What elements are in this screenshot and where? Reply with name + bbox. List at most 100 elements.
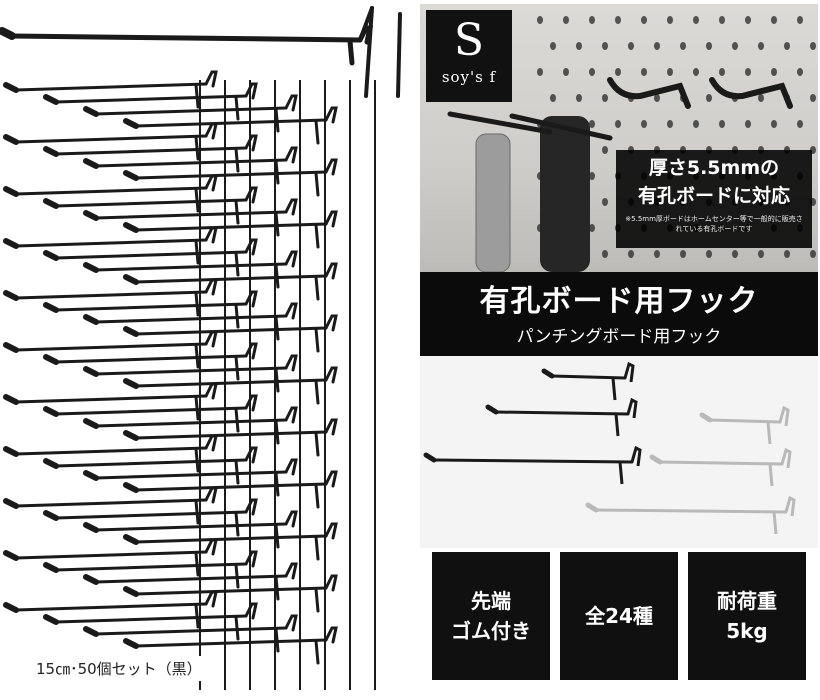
pegboard-hole <box>589 68 595 76</box>
pegboard-hole <box>732 42 738 50</box>
pegboard-hole <box>563 16 569 24</box>
pegboard-hole <box>615 120 621 128</box>
pegboard-hole <box>602 198 608 206</box>
hook-item <box>3 226 218 265</box>
pegboard-hole <box>589 16 595 24</box>
feature-load-capacity-line2: 5kg <box>726 619 768 643</box>
pegboard-hole <box>810 42 816 50</box>
hook-item <box>3 70 218 109</box>
product-subtitle: パンチングボード用フック <box>516 327 722 347</box>
pegboard-hole <box>589 120 595 128</box>
pegboard-hole <box>771 68 777 76</box>
thickness-callout: 厚さ5.5mmの 有孔ボードに対応 ※5.5mm厚ボードはホームセンター等で一般… <box>616 150 812 248</box>
feature-load-capacity-line1: 耐荷重 <box>717 589 777 613</box>
hook-item <box>83 94 298 133</box>
pegboard-hole <box>706 94 712 102</box>
pegboard-hole <box>680 250 686 258</box>
hook-item <box>43 550 258 589</box>
hook-item <box>123 470 338 509</box>
pegboard-hole <box>602 250 608 258</box>
hook-item <box>123 418 338 457</box>
black-spatula <box>540 116 590 272</box>
pegboard-hole <box>602 146 608 154</box>
pegboard-hole <box>537 68 543 76</box>
pegboard-hole <box>589 172 595 180</box>
pegboard-hole <box>537 16 543 24</box>
hook-item <box>43 82 258 121</box>
hook-item <box>83 562 298 601</box>
pegboard-hole <box>615 68 621 76</box>
pegboard-hole <box>576 42 582 50</box>
product-image: 15㎝･50個セット（黒） <box>0 6 402 690</box>
product-caption: 15㎝･50個セット（黒） <box>32 656 206 681</box>
hook-item <box>83 406 298 445</box>
pegboard-hole <box>550 94 556 102</box>
hook-item <box>3 590 218 629</box>
pegboard-hole <box>641 120 647 128</box>
hook-item <box>3 538 218 577</box>
pegboard-hole <box>667 68 673 76</box>
feature-rubber-tip-line2: ゴム付き <box>451 619 531 643</box>
hook-item <box>83 302 298 341</box>
hook-item <box>123 522 338 561</box>
hook-top <box>0 25 374 66</box>
pegboard-hole <box>706 42 712 50</box>
hook-item <box>83 614 298 653</box>
pegboard-hole <box>589 224 595 232</box>
variant-hook-black <box>485 397 638 437</box>
thickness-callout-line2: 有孔ボードに対応 <box>637 185 790 207</box>
pegboard-hole <box>771 120 777 128</box>
hook-item <box>123 210 338 249</box>
variant-hook-chrome <box>585 495 796 535</box>
hook-item <box>3 382 218 421</box>
pegboard-hole <box>745 120 751 128</box>
hook-variants-illustration <box>423 361 796 535</box>
feature-rubber-tip-line1: 先端 <box>471 589 511 613</box>
hook-item <box>3 330 218 369</box>
pegboard-hole <box>654 94 660 102</box>
pegboard-hole <box>797 120 803 128</box>
thickness-callout-line1: 厚さ5.5mmの <box>648 157 780 179</box>
hook-item <box>123 158 338 197</box>
pegboard-hole <box>667 120 673 128</box>
hook-item <box>3 278 218 317</box>
hook-pile-illustration <box>0 6 402 690</box>
hook-item <box>123 574 338 613</box>
variant-hook-chrome <box>699 405 790 445</box>
pegboard-hole <box>641 16 647 24</box>
hook-variants-image <box>420 356 818 548</box>
pegboard-hole <box>654 250 660 258</box>
hook-item <box>83 354 298 393</box>
pegboard-hole <box>628 250 634 258</box>
hook-item <box>123 262 338 301</box>
board-hook <box>607 77 691 109</box>
variant-hook-chrome <box>649 447 792 487</box>
pegboard-hole <box>758 250 764 258</box>
pegboard-hole <box>680 42 686 50</box>
brand-logo-name: soy's f <box>441 68 497 86</box>
pegboard-hole <box>810 250 816 258</box>
pegboard-hole <box>654 42 660 50</box>
hook-item <box>3 434 218 473</box>
hook-item <box>3 122 218 161</box>
pegboard-hole <box>576 94 582 102</box>
thickness-callout-note: ※5.5mm厚ボードはホームセンター等で一般的に販売されている有孔ボードです <box>625 215 803 233</box>
pegboard-hole <box>693 68 699 76</box>
pegboard-hole <box>719 16 725 24</box>
pegboard-hole <box>550 42 556 50</box>
pegboard-hole <box>784 42 790 50</box>
hook-item <box>43 498 258 537</box>
hook-item <box>83 146 298 185</box>
pegboard-hole <box>615 16 621 24</box>
pegboard-hole <box>602 42 608 50</box>
hook-item <box>83 250 298 289</box>
board-hook <box>709 77 793 109</box>
variant-hook-black <box>541 361 635 401</box>
hook-item <box>3 486 218 525</box>
hook-item <box>123 626 338 665</box>
pegboard-hole <box>758 42 764 50</box>
pegboard-hole <box>628 42 634 50</box>
pegboard-hole <box>602 94 608 102</box>
pegboard-hole <box>797 68 803 76</box>
pegboard-hole <box>745 68 751 76</box>
